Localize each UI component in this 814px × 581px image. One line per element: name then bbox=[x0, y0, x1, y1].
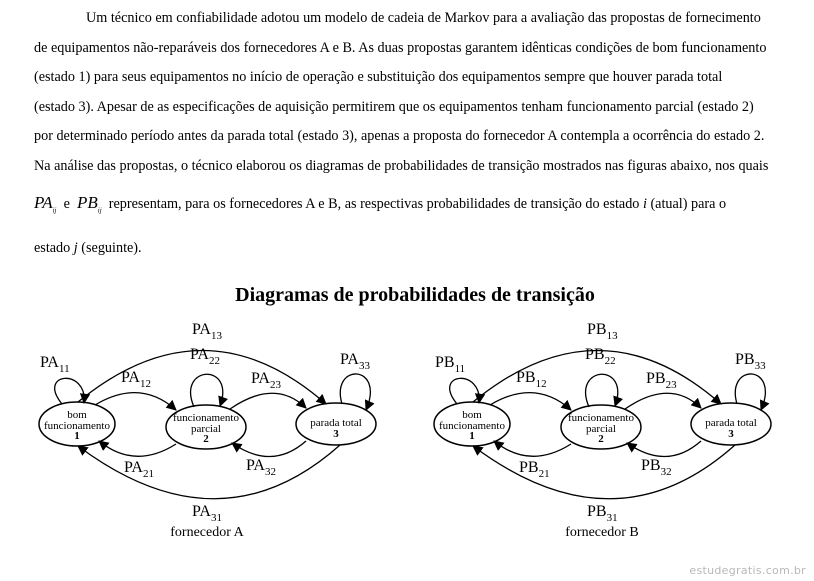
state-1 bbox=[433, 401, 511, 447]
state-3 bbox=[690, 402, 772, 446]
diagram-fornecedor-a: bomfuncionamento1funcionamentoparcial2pa… bbox=[38, 321, 377, 540]
label-p22: PA22 bbox=[190, 346, 220, 367]
state-1-number: 1 bbox=[469, 430, 475, 442]
state-2-label-2: parcial bbox=[586, 423, 616, 435]
var-pb: PBij bbox=[76, 192, 102, 214]
state-3-label-1: parada total bbox=[705, 417, 757, 429]
state-1 bbox=[38, 401, 116, 447]
arc-11 bbox=[449, 377, 486, 405]
state-1-label-2: funcionamento bbox=[44, 420, 110, 432]
arc-31 bbox=[472, 444, 736, 500]
state-3-number: 3 bbox=[333, 428, 339, 440]
text-line-6: Na análise das propostas, o técnico elab… bbox=[34, 157, 769, 174]
state-3-number: 3 bbox=[728, 428, 734, 440]
arc-21 bbox=[98, 440, 177, 457]
text-line-3: (estado 1) para seus equipamentos no iní… bbox=[34, 69, 723, 86]
text-line-7: PAij e PBij representam, para os fornece… bbox=[34, 192, 727, 214]
label-p33: PA33 bbox=[340, 351, 370, 372]
state-2-number: 2 bbox=[598, 433, 604, 445]
text-line-8: estado j (seguinte). bbox=[34, 239, 142, 256]
text-line-2: de equipamentos não-reparáveis dos forne… bbox=[34, 39, 767, 56]
arc-12 bbox=[489, 392, 572, 411]
label-p12: PB12 bbox=[516, 369, 547, 390]
label-p23: PB23 bbox=[646, 370, 677, 391]
caption-a: fornecedor A bbox=[170, 525, 244, 540]
state-1-label-2: funcionamento bbox=[439, 420, 505, 432]
arc-33 bbox=[734, 373, 770, 411]
state-1-label-1: bom bbox=[462, 409, 482, 421]
state-2 bbox=[165, 404, 247, 450]
arc-23 bbox=[229, 392, 307, 410]
arc-32 bbox=[231, 440, 307, 458]
state-1-label-1: bom bbox=[67, 409, 87, 421]
state-1-number: 1 bbox=[74, 430, 80, 442]
text-line-4: (estado 3). Apesar de as especificações … bbox=[34, 98, 754, 115]
arc-23 bbox=[624, 392, 702, 410]
question-text: Um técnico em confiabilidade adotou um m… bbox=[34, 4, 802, 263]
label-p22: PB22 bbox=[585, 346, 616, 367]
state-3 bbox=[295, 402, 377, 446]
state-2-label-1: funcionamento bbox=[173, 412, 239, 424]
arc-33 bbox=[339, 373, 375, 411]
arc-31 bbox=[77, 444, 341, 500]
arc-22 bbox=[190, 373, 229, 408]
arc-11 bbox=[54, 377, 91, 405]
label-p31: PB31 bbox=[587, 503, 618, 524]
label-p32: PA32 bbox=[246, 457, 276, 478]
arc-13 bbox=[472, 349, 722, 405]
label-p31: PA31 bbox=[192, 503, 222, 524]
state-2 bbox=[560, 404, 642, 450]
diagram-fornecedor-b: bomfuncionamento1funcionamentoparcial2pa… bbox=[433, 321, 772, 540]
label-p13: PB13 bbox=[587, 321, 618, 342]
text-line-1: Um técnico em confiabilidade adotou um m… bbox=[86, 10, 761, 26]
state-2-label-2: parcial bbox=[191, 423, 221, 435]
figure-title: Diagramas de probabilidades de transição bbox=[235, 284, 595, 306]
arc-21 bbox=[493, 440, 572, 457]
arc-13 bbox=[77, 349, 327, 405]
state-2-number: 2 bbox=[203, 433, 209, 445]
var-pa: PAij bbox=[34, 192, 57, 214]
label-p13: PA13 bbox=[192, 321, 222, 342]
arc-22 bbox=[585, 373, 624, 408]
label-p32: PB32 bbox=[641, 457, 672, 478]
text-line-5: por determinado período antes da parada … bbox=[34, 128, 765, 145]
state-2-label-1: funcionamento bbox=[568, 412, 634, 424]
label-p12: PA12 bbox=[121, 369, 151, 390]
arc-32 bbox=[626, 440, 702, 458]
label-p11: PB11 bbox=[435, 354, 465, 375]
label-p33: PB33 bbox=[735, 351, 766, 372]
state-3-label-1: parada total bbox=[310, 417, 362, 429]
watermark: estudegratis.com.br bbox=[689, 564, 806, 577]
label-p11: PA11 bbox=[40, 354, 70, 375]
caption-b: fornecedor B bbox=[565, 525, 638, 540]
label-p23: PA23 bbox=[251, 370, 281, 391]
arc-12 bbox=[94, 392, 177, 411]
